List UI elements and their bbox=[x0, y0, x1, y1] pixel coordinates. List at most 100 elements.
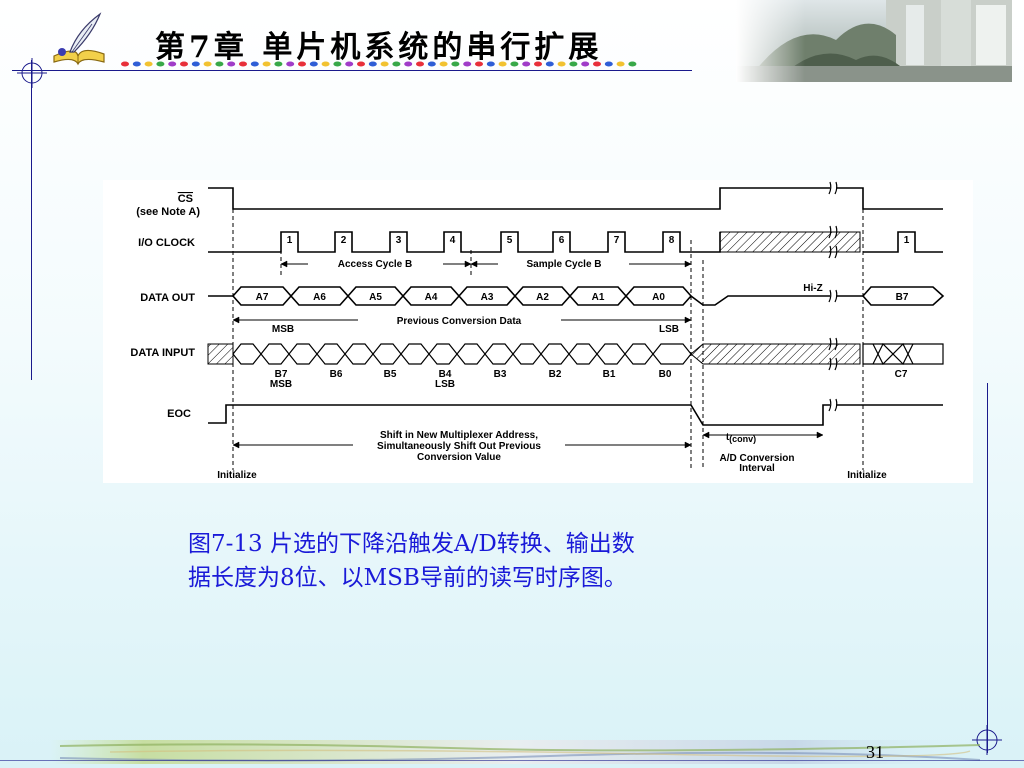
initialize-label-1: Initialize bbox=[217, 470, 257, 481]
sample-cycle-label: Sample Cycle B bbox=[526, 259, 601, 270]
io-clock-label: I/O CLOCK bbox=[138, 237, 195, 249]
decorative-dot bbox=[581, 61, 590, 67]
data-out-bit-A0: A0 bbox=[652, 292, 665, 303]
decorative-dot bbox=[628, 61, 637, 67]
campus-photo bbox=[736, 0, 1012, 82]
decorative-dot bbox=[239, 61, 247, 67]
data-in-bit-shape bbox=[456, 343, 486, 365]
decorative-dot bbox=[557, 61, 566, 67]
timing-diagram: CS (see Note A) I/O CLOCK DATA OUT DATA … bbox=[103, 180, 973, 483]
page-number: 31 bbox=[866, 742, 884, 762]
decorative-dot bbox=[392, 61, 401, 67]
data-out-bit-A2: A2 bbox=[536, 292, 549, 303]
decorative-dot bbox=[569, 61, 578, 67]
eoc-label: EOC bbox=[167, 408, 191, 420]
data-in-after-cross bbox=[872, 342, 914, 366]
decorative-dot bbox=[498, 61, 507, 67]
data-in-bit-shape bbox=[316, 343, 346, 365]
cs-break bbox=[828, 181, 838, 195]
data-in-bit-shape bbox=[624, 343, 654, 365]
clk-break-top bbox=[828, 225, 838, 239]
figure-caption: 图7-13 片选的下降沿触发A/D转换、输出数 据长度为8位、以MSB导前的读写… bbox=[188, 527, 808, 595]
data-in-hatch-mid bbox=[690, 343, 861, 365]
data-out-after bbox=[836, 286, 945, 306]
footer-rule bbox=[0, 760, 1024, 761]
data-in-bit-B6: B6 bbox=[330, 369, 343, 380]
decorative-dot bbox=[191, 61, 200, 67]
right-vertical-rule bbox=[987, 383, 988, 753]
initialize-label-2: Initialize bbox=[847, 470, 887, 481]
caption-line-2: 据长度为8位、以MSB导前的读写时序图。 bbox=[188, 565, 627, 591]
data-in-bit-shape bbox=[428, 343, 458, 365]
data-out-bit-A7: A7 bbox=[256, 292, 269, 303]
io-clock-after bbox=[863, 231, 943, 253]
io-clock-waveform bbox=[208, 231, 721, 253]
decorative-dot bbox=[534, 61, 542, 67]
shift-arrow-heads bbox=[232, 441, 692, 449]
eoc-waveform bbox=[208, 404, 943, 426]
quill-and-book-icon bbox=[53, 12, 105, 66]
decorative-dot bbox=[439, 61, 448, 67]
data-input-label: DATA INPUT bbox=[130, 347, 195, 359]
data-in-bit-shape bbox=[372, 343, 402, 365]
data-in-bit-B7: B7 bbox=[275, 369, 288, 380]
clock-hatched-region bbox=[719, 231, 861, 253]
chapter-title: 第7章 单片机系统的串行扩展 bbox=[155, 30, 603, 65]
decorative-dot bbox=[274, 61, 283, 67]
decorative-dot bbox=[486, 61, 495, 67]
msb-out-label: MSB bbox=[272, 324, 294, 335]
shift-text-line-1: Shift in New Multiplexer Address, bbox=[380, 430, 538, 441]
data-out-bit-A3: A3 bbox=[481, 292, 494, 303]
footer-decorative-strip bbox=[50, 740, 980, 764]
decorative-dot bbox=[250, 61, 259, 67]
cs-waveform bbox=[208, 187, 943, 210]
lsb-in-label: LSB bbox=[435, 379, 455, 390]
data-in-bit-shape bbox=[540, 343, 570, 365]
prev-conv-arrow-heads bbox=[232, 316, 692, 324]
decorative-dot bbox=[463, 61, 472, 67]
decorative-dot bbox=[309, 61, 318, 67]
decorative-dot bbox=[604, 61, 613, 67]
data-in-bit-B0: B0 bbox=[659, 369, 672, 380]
ad-interval-label: Interval bbox=[739, 463, 775, 474]
previous-conversion-label: Previous Conversion Data bbox=[397, 316, 522, 327]
cs-label: CS bbox=[178, 193, 193, 205]
decorative-dot bbox=[215, 61, 224, 67]
data-in-bit-after: C7 bbox=[895, 369, 908, 380]
crosshair-icon bbox=[17, 58, 47, 88]
shift-text-line-2: Simultaneously Shift Out Previous bbox=[377, 441, 541, 452]
data-in-bit-B4: B4 bbox=[439, 369, 452, 380]
decorative-dot bbox=[368, 61, 377, 67]
clk-break-bot bbox=[828, 245, 838, 259]
data-in-bit-shape bbox=[232, 343, 262, 365]
caption-line-1: 图7-13 片选的下降沿触发A/D转换、输出数 bbox=[188, 531, 635, 557]
decorative-dot bbox=[321, 61, 330, 67]
decorative-dot bbox=[345, 61, 354, 67]
clock-number-4: 4 bbox=[450, 235, 456, 246]
decorative-dot bbox=[144, 61, 153, 67]
decorative-dot bbox=[593, 61, 601, 67]
decorative-dot bbox=[475, 61, 483, 67]
data-out-break bbox=[828, 289, 838, 303]
hi-z-label: Hi-Z bbox=[803, 283, 822, 294]
data-out-bit-A1: A1 bbox=[592, 292, 605, 303]
data-out-bit-A4: A4 bbox=[425, 292, 438, 303]
data-in-break-bot bbox=[828, 357, 838, 371]
decorative-dot bbox=[427, 61, 436, 67]
data-in-bit-shape bbox=[596, 343, 626, 365]
data-in-bit-B5: B5 bbox=[384, 369, 397, 380]
decorative-dot bbox=[404, 61, 413, 67]
eoc-break bbox=[828, 398, 838, 412]
decorative-dot bbox=[380, 61, 389, 67]
clock-number-3: 3 bbox=[396, 235, 402, 246]
access-cycle-label: Access Cycle B bbox=[338, 259, 413, 270]
data-in-bit-shape bbox=[400, 343, 430, 365]
decorative-dot bbox=[616, 61, 625, 67]
data-in-bit-shape bbox=[484, 343, 514, 365]
data-in-bit-B3: B3 bbox=[494, 369, 507, 380]
ad-conversion-label: A/D Conversion bbox=[719, 453, 794, 464]
data-out-bit-after: B7 bbox=[896, 292, 909, 303]
decorative-dot-row bbox=[121, 61, 637, 67]
data-in-bit-B2: B2 bbox=[549, 369, 562, 380]
decorative-dot bbox=[156, 61, 165, 67]
